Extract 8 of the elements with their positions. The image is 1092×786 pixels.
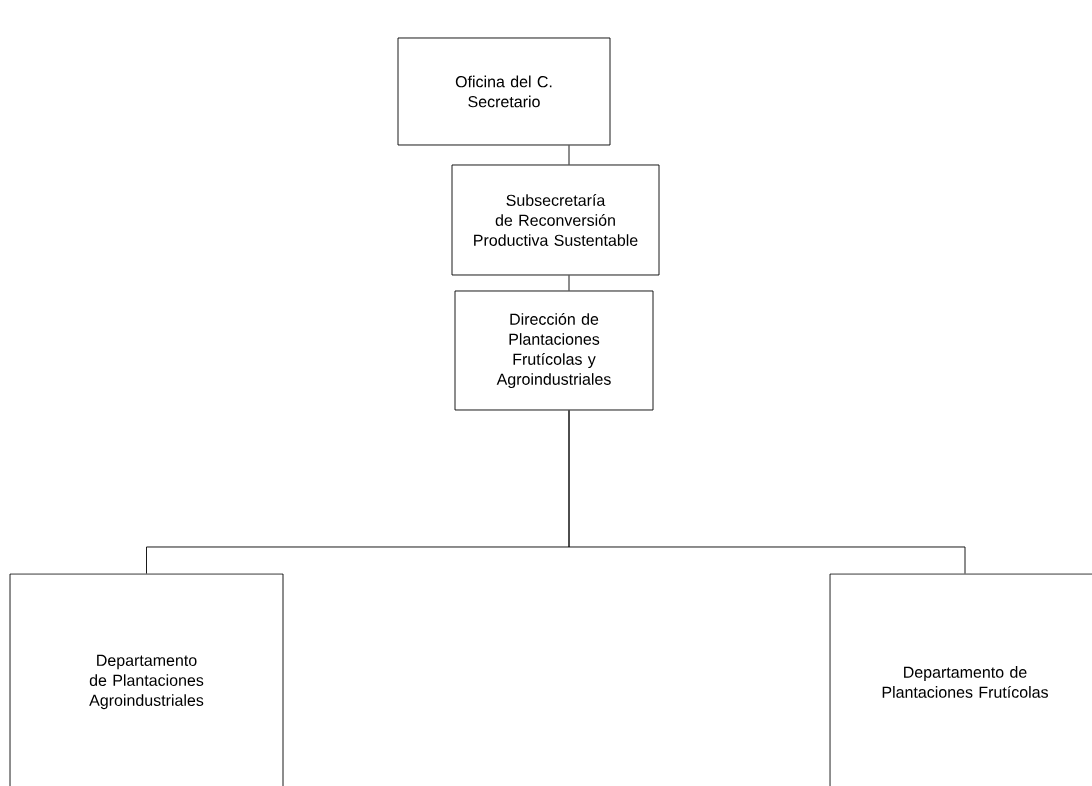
org-box: Dirección de Plantaciones Frutícolas y Agroindustriales bbox=[454, 290, 654, 411]
org-box: Subsecretaría de Reconversión Productiva Sustentable bbox=[451, 164, 660, 276]
org-box: Departamento de Plantaciones Agroindustriales bbox=[9, 573, 284, 786]
org-box: Oficina del C. Secretario bbox=[397, 37, 611, 146]
connector-line bbox=[568, 410, 966, 574]
connector-line bbox=[568, 145, 570, 165]
connector-line bbox=[568, 275, 570, 291]
org-box: Departamento de Plantaciones Frutícolas bbox=[829, 573, 1092, 786]
